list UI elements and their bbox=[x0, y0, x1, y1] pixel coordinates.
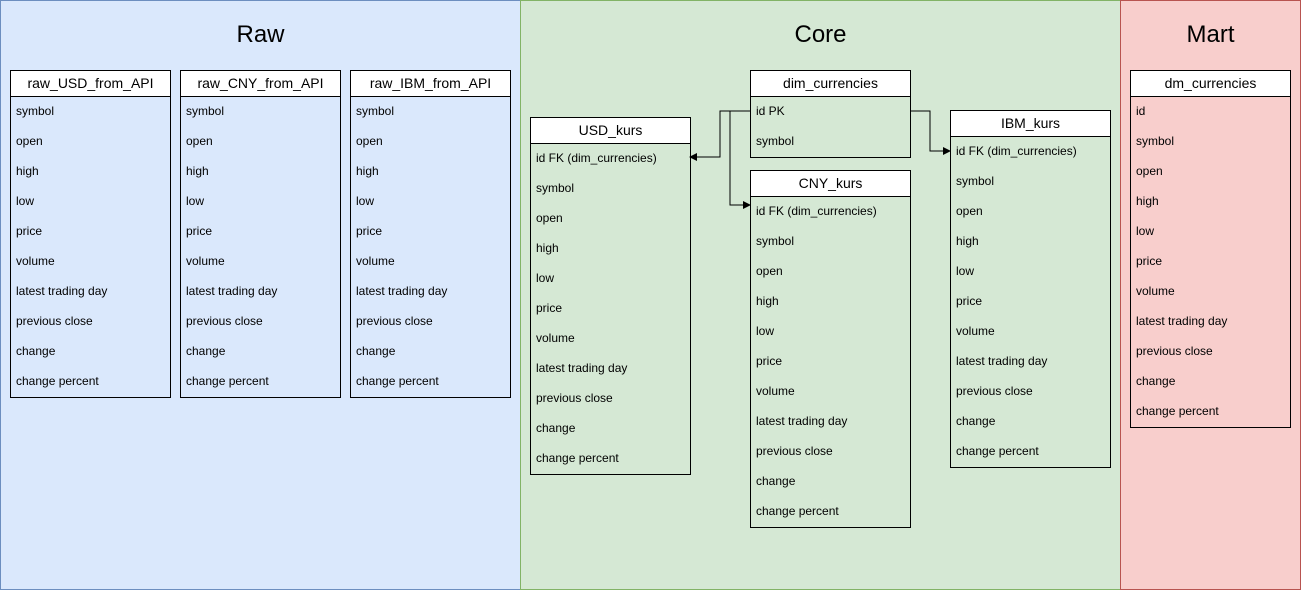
core-zone: Core bbox=[520, 0, 1121, 590]
table-column-row: previous close bbox=[756, 444, 833, 458]
table-column-row: low bbox=[956, 264, 975, 278]
table-column-row: low bbox=[756, 324, 775, 338]
table-column-row: latest trading day bbox=[536, 361, 628, 375]
table-column-row: previous close bbox=[956, 384, 1033, 398]
table-column-row: latest trading day bbox=[186, 284, 278, 298]
table-column-row: open bbox=[756, 264, 783, 278]
table-column-row: price bbox=[1136, 254, 1163, 268]
table-header: dm_currencies bbox=[1131, 71, 1290, 97]
table-column-row: volume bbox=[956, 324, 995, 338]
table-column-row: low bbox=[16, 194, 35, 208]
table-column-row: change bbox=[16, 344, 56, 358]
table-header: CNY_kurs bbox=[751, 171, 910, 197]
table-column-row: change percent bbox=[1136, 404, 1219, 418]
table-column-row: high bbox=[956, 234, 979, 248]
table-column-row: price bbox=[16, 224, 43, 238]
table-column-row: symbol bbox=[956, 174, 995, 188]
table-column-row: change percent bbox=[186, 374, 269, 388]
table-column-row: previous close bbox=[356, 314, 433, 328]
table-column-row: previous close bbox=[536, 391, 613, 405]
table-column-row: previous close bbox=[1136, 344, 1213, 358]
table-column-row: volume bbox=[1136, 284, 1175, 298]
table-column-row: latest trading day bbox=[756, 414, 848, 428]
table-column-row: low bbox=[1136, 224, 1155, 238]
table-column-row: low bbox=[536, 271, 555, 285]
table-column-row: high bbox=[756, 294, 779, 308]
table-column-row: symbol bbox=[186, 104, 225, 118]
table-column-row: latest trading day bbox=[356, 284, 448, 298]
table-header: raw_CNY_from_API bbox=[181, 71, 340, 97]
table-column-row: id bbox=[1136, 104, 1146, 118]
table-header: raw_IBM_from_API bbox=[351, 71, 510, 97]
table-column-row: open bbox=[536, 211, 563, 225]
table-column-row: volume bbox=[356, 254, 395, 268]
table-column-row: change bbox=[956, 414, 996, 428]
table-column-row: volume bbox=[186, 254, 225, 268]
table-column-row: volume bbox=[16, 254, 55, 268]
table-column-row: previous close bbox=[16, 314, 93, 328]
table-column-row: id FK (dim_currencies) bbox=[956, 144, 1077, 158]
table-column-row: change bbox=[186, 344, 226, 358]
table-header: raw_USD_from_API bbox=[11, 71, 170, 97]
table-column-row: symbol bbox=[756, 134, 795, 148]
table-column-row: id FK (dim_currencies) bbox=[756, 204, 877, 218]
table-column-row: change bbox=[356, 344, 396, 358]
table-column-row: change percent bbox=[16, 374, 99, 388]
table-column-row: open bbox=[356, 134, 383, 148]
table-column-row: previous close bbox=[186, 314, 263, 328]
table-column-row: low bbox=[186, 194, 205, 208]
table-column-row: symbol bbox=[756, 234, 795, 248]
table-column-row: change bbox=[1136, 374, 1176, 388]
table-column-row: change bbox=[756, 474, 796, 488]
table-column-row: volume bbox=[536, 331, 575, 345]
table-column-row: price bbox=[356, 224, 383, 238]
table-column-row: change bbox=[536, 421, 576, 435]
table-header: dim_currencies bbox=[751, 71, 910, 97]
table-column-row: high bbox=[356, 164, 379, 178]
table-column-row: price bbox=[956, 294, 983, 308]
table-column-row: high bbox=[16, 164, 39, 178]
table-column-row: latest trading day bbox=[1136, 314, 1228, 328]
table-column-row: latest trading day bbox=[16, 284, 108, 298]
table-column-row: price bbox=[756, 354, 783, 368]
table-column-row: change percent bbox=[536, 451, 619, 465]
table-column-row: change percent bbox=[956, 444, 1039, 458]
table-column-row: latest trading day bbox=[956, 354, 1048, 368]
table-column-row: symbol bbox=[536, 181, 575, 195]
table-column-row: id PK bbox=[756, 104, 785, 118]
core-zone-title: Core bbox=[794, 21, 847, 48]
table-header: IBM_kurs bbox=[951, 111, 1110, 137]
raw-zone: Raw bbox=[0, 0, 521, 590]
table-column-row: high bbox=[536, 241, 559, 255]
table-column-row: symbol bbox=[356, 104, 395, 118]
table-column-row: open bbox=[186, 134, 213, 148]
table-column-row: symbol bbox=[16, 104, 55, 118]
table-column-row: high bbox=[1136, 194, 1159, 208]
table-column-row: price bbox=[186, 224, 213, 238]
table-column-row: open bbox=[16, 134, 43, 148]
table-column-row: low bbox=[356, 194, 375, 208]
table-column-row: open bbox=[956, 204, 983, 218]
table-column-row: open bbox=[1136, 164, 1163, 178]
table-header: USD_kurs bbox=[531, 118, 690, 144]
table-column-row: change percent bbox=[356, 374, 439, 388]
table-column-row: price bbox=[536, 301, 563, 315]
table-column-row: symbol bbox=[1136, 134, 1175, 148]
table-column-row: volume bbox=[756, 384, 795, 398]
table-column-row: id FK (dim_currencies) bbox=[536, 151, 657, 165]
mart-zone-title: Mart bbox=[1186, 21, 1235, 48]
table-column-row: high bbox=[186, 164, 209, 178]
table-column-row: change percent bbox=[756, 504, 839, 518]
raw-zone-title: Raw bbox=[236, 21, 285, 48]
